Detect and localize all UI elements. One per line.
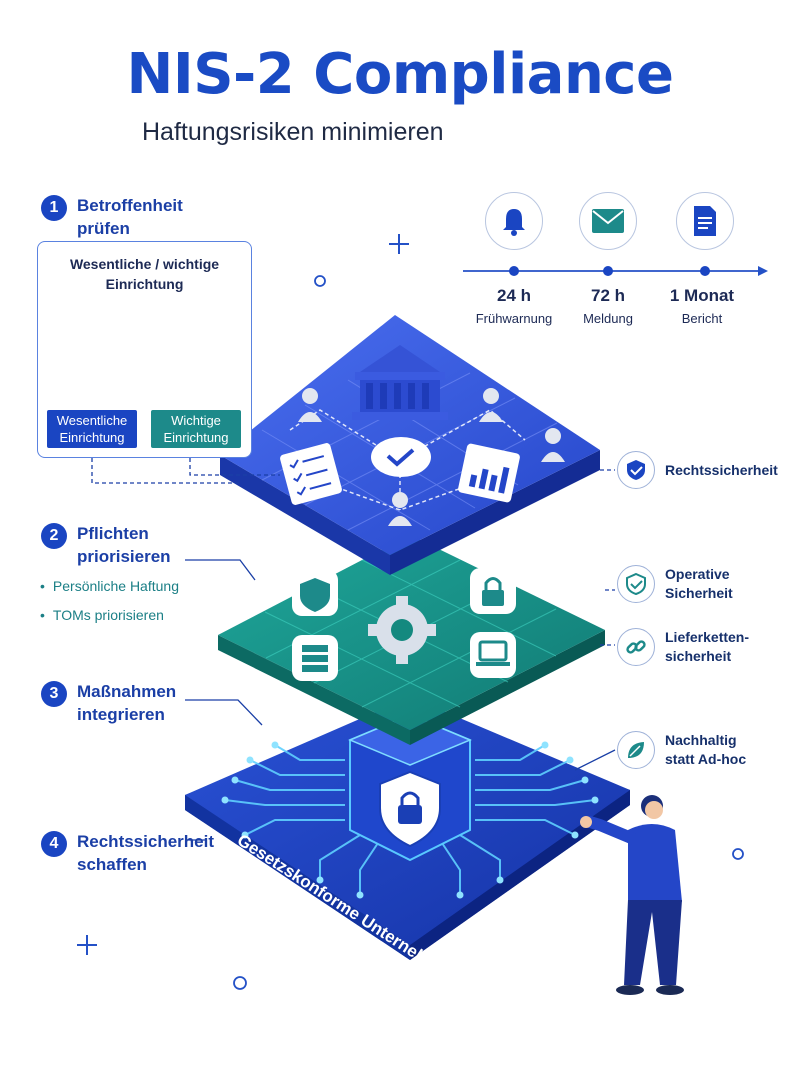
- benefit-sustainable: Nachhaltig statt Ad-hoc: [617, 731, 760, 769]
- step-1-number: 1: [41, 195, 67, 221]
- mail-icon: [579, 192, 637, 250]
- authority-building-icon: [352, 345, 448, 420]
- step-4-number: 4: [41, 831, 67, 857]
- mid-laptop-tile: [470, 632, 516, 678]
- circuit-nodes: [221, 741, 599, 899]
- document-icon: [676, 192, 734, 250]
- timeline-value-1: 24 h: [496, 286, 532, 305]
- person-figure-4: [388, 492, 412, 526]
- tag-important-entity: Wichtige Einrichtung: [151, 410, 241, 448]
- step-2: 2 Pflichten priorisieren: [41, 522, 217, 568]
- timeline-label-3: Bericht: [681, 311, 723, 326]
- decor-circle-2: [732, 848, 744, 860]
- person-figure-2: [479, 388, 503, 422]
- shield-check-icon: [617, 565, 655, 603]
- base-layer: [185, 697, 630, 960]
- step-4-label: Rechtssicherheit schaffen: [77, 832, 214, 874]
- benefit-legal-certainty: Rechtssicherheit: [617, 451, 778, 489]
- entity-box: Wesentliche / wichtige Einrichtung Wesen…: [37, 241, 252, 458]
- step-2-label: Pflichten priorisieren: [77, 524, 171, 566]
- mid-lock-tile: [470, 568, 516, 614]
- circuit-lines: [224, 744, 596, 895]
- leaf-icon: [617, 731, 655, 769]
- step-1: 1 Betroffenheit prüfen: [41, 194, 217, 240]
- benefit-label-1: Rechtssicherheit: [665, 461, 778, 478]
- step-4: 4 Rechtssicherheit schaffen: [41, 830, 217, 876]
- person-figure-1: [298, 388, 322, 422]
- step-3-number: 3: [41, 681, 67, 707]
- bell-icon: [485, 192, 543, 250]
- decor-plus-bottom: [77, 935, 97, 955]
- benefit-label-3: Lieferketten-sicherheit: [665, 629, 750, 664]
- checkmark-badge-icon: [371, 437, 431, 477]
- middle-layer: [218, 535, 605, 745]
- duty-item-1: Persönliche Haftung: [40, 578, 179, 594]
- mid-shield-tile: [292, 570, 338, 616]
- checklist-icon: [280, 443, 342, 505]
- decor-plus-top: [389, 234, 409, 254]
- step-2-number: 2: [41, 523, 67, 549]
- timeline-label-2: Meldung: [583, 311, 633, 326]
- step-3-label: Maßnahmen integrieren: [77, 682, 177, 724]
- step-1-label: Betroffenheit prüfen: [77, 196, 183, 238]
- shield-check-icon: [617, 451, 655, 489]
- benefit-supply-chain: Lieferketten-sicherheit: [617, 628, 760, 666]
- gear-icon: [368, 596, 436, 664]
- benefit-operational-security: Operative Sicherheit: [617, 565, 745, 603]
- report-chart-icon: [458, 443, 520, 503]
- timeline-label-1: Frühwarnung: [475, 311, 553, 326]
- label-connectors: [91, 458, 616, 841]
- top-layer: [220, 315, 600, 575]
- page-title: NIS-2 Compliance: [126, 42, 674, 107]
- page-subtitle: Haftungsrisiken minimieren: [142, 118, 444, 146]
- decor-circle-3: [233, 976, 247, 990]
- timeline-axis: [463, 266, 768, 276]
- mid-server-tile: [292, 635, 338, 681]
- person-figure-3: [541, 428, 565, 462]
- duty-item-2: TOMs priorisieren: [40, 607, 164, 623]
- benefit-label-2: Operative Sicherheit: [665, 566, 733, 601]
- entity-box-title: Wesentliche / wichtige Einrichtung: [69, 256, 220, 292]
- benefit-label-4: Nachhaltig statt Ad-hoc: [665, 732, 747, 767]
- tag-essential-entity: Wesentliche Einrichtung: [47, 410, 137, 448]
- chain-link-icon: [617, 628, 655, 666]
- timeline-value-2: 72 h: [590, 286, 626, 305]
- decor-circle-1: [314, 275, 326, 287]
- person-pointing: [580, 795, 684, 995]
- step-3: 3 Maßnahmen integrieren: [41, 680, 217, 726]
- timeline-value-3: 1 Monat: [669, 286, 735, 305]
